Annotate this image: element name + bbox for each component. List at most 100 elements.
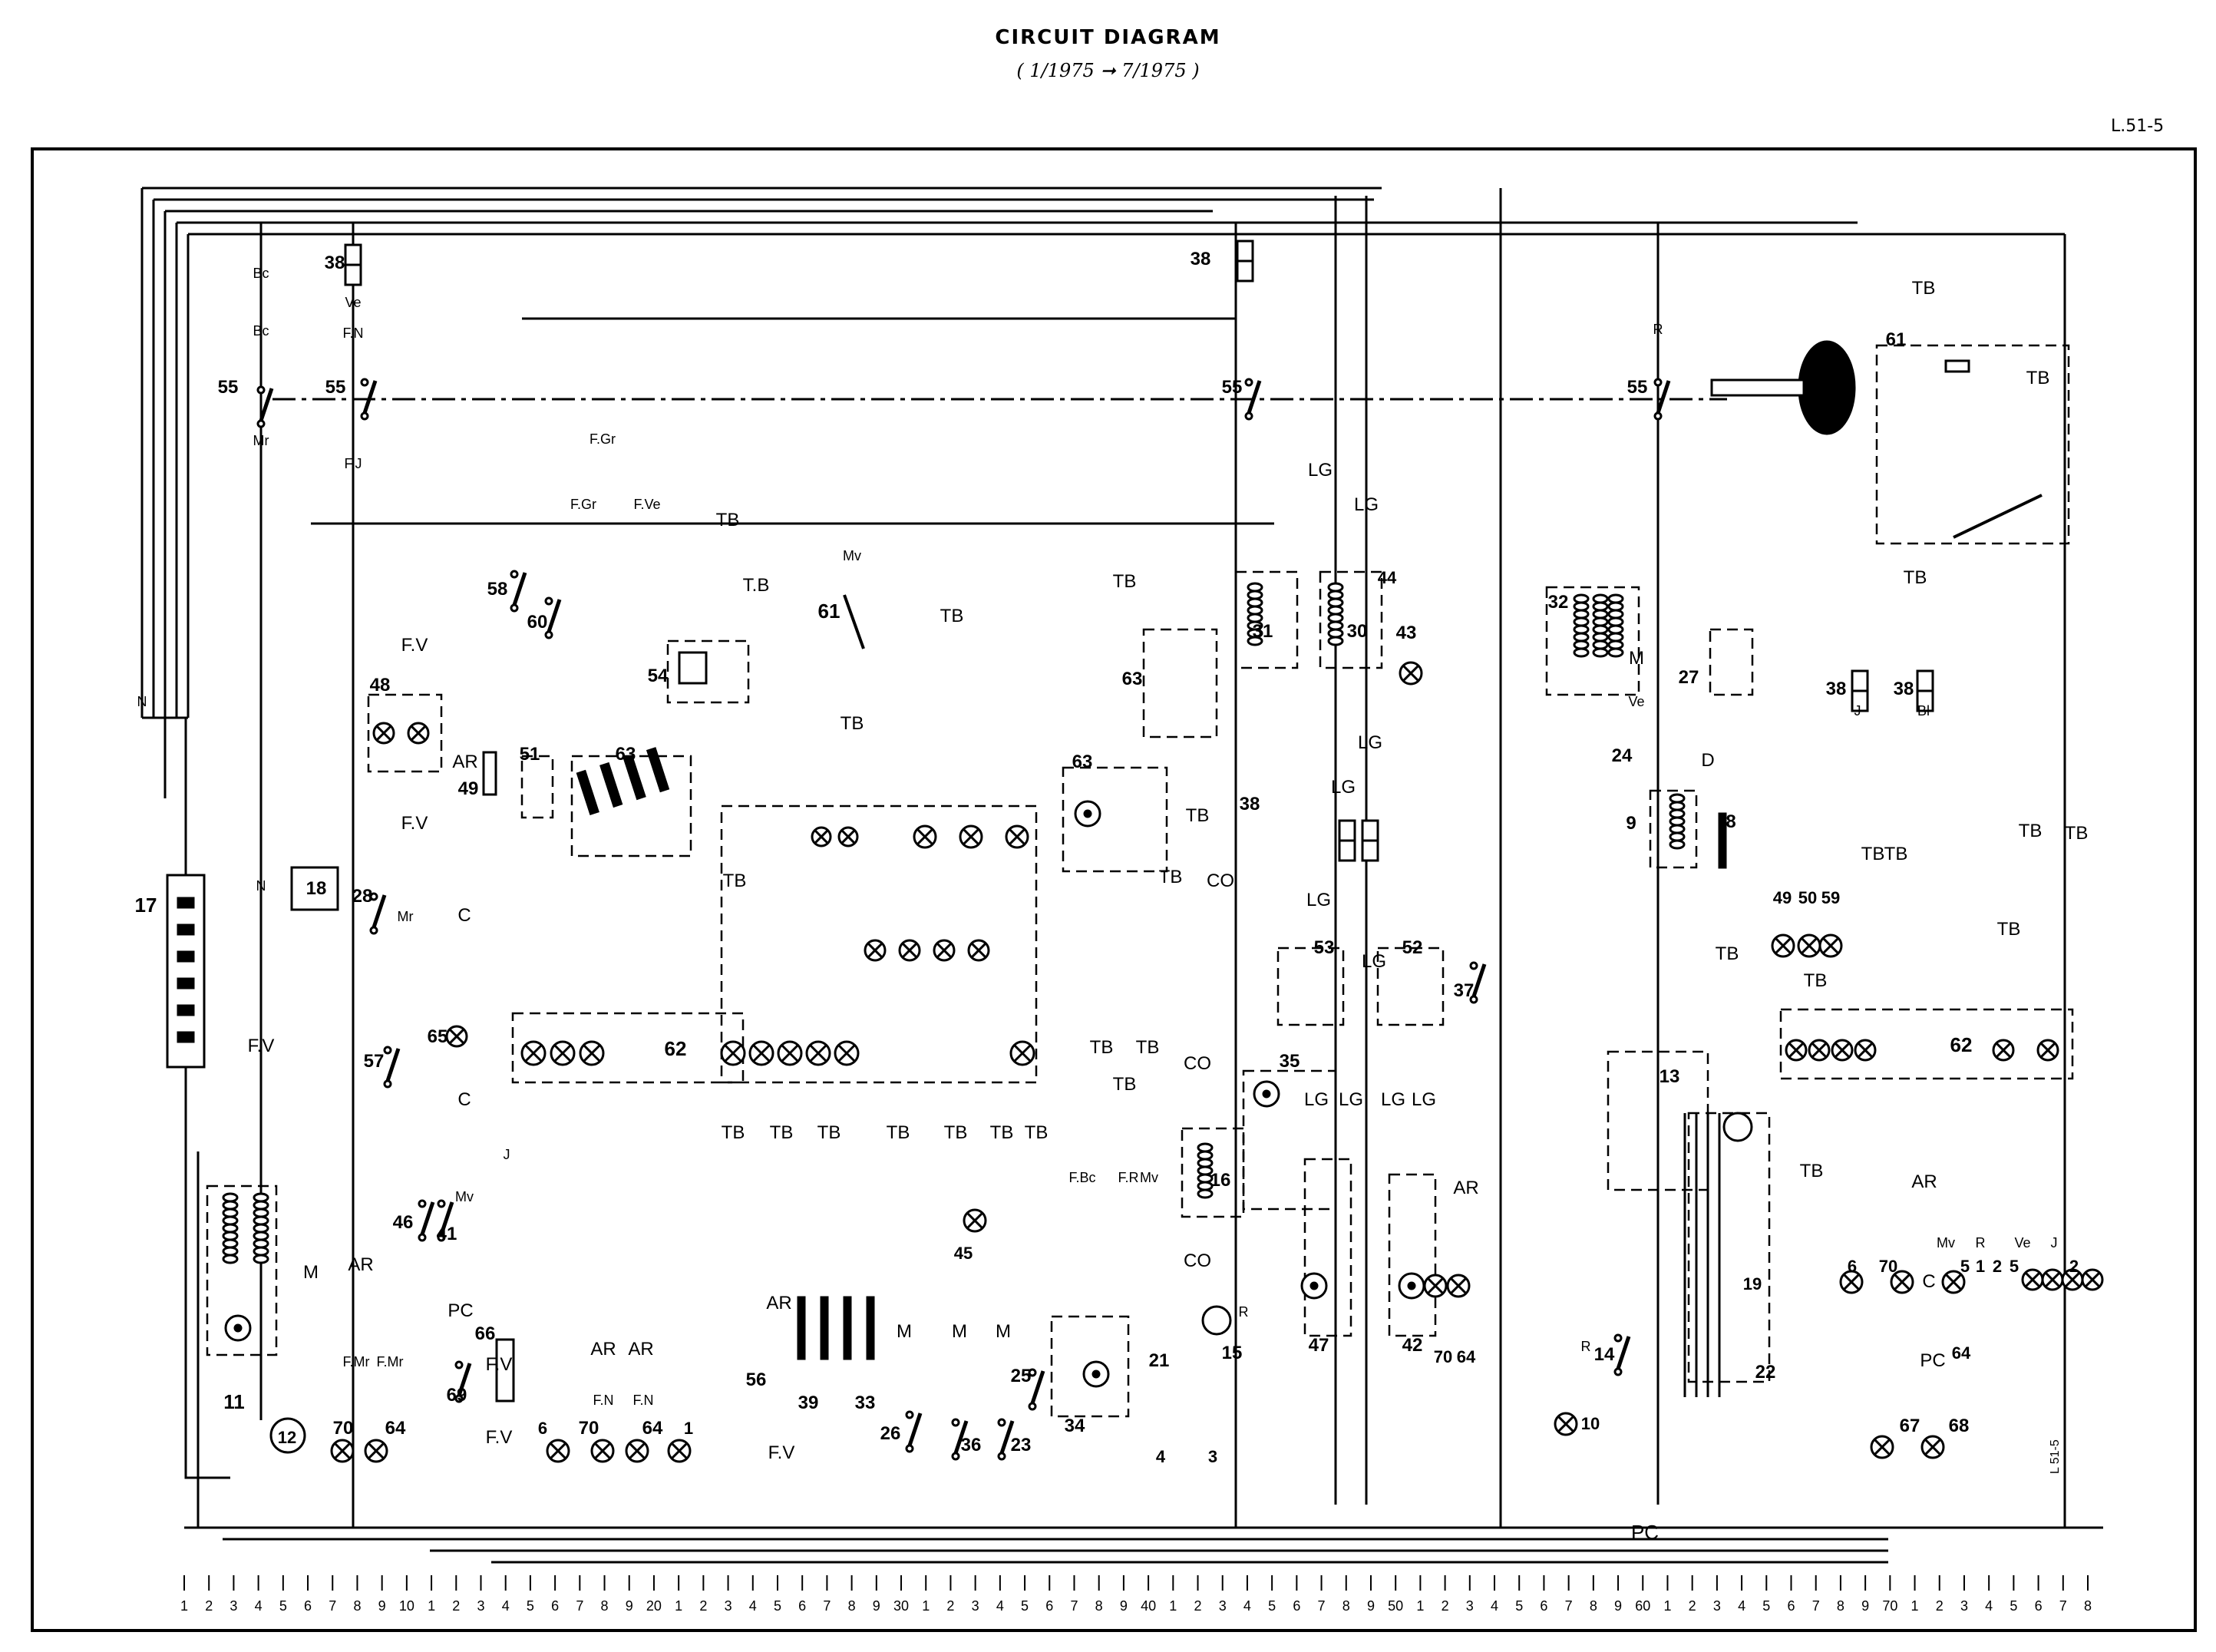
lamp-icon [1992,1039,2015,1062]
lamp-icon [913,824,937,849]
relay-contact-icon [646,747,670,793]
lamp-icon [1818,933,1843,958]
component-label-32: 32 [1548,592,1569,613]
grid-number: 4 [502,1598,510,1614]
grid-number: 3 [477,1598,484,1614]
component-label-48: 48 [370,675,391,695]
wire-code-label: F.V [248,1036,275,1056]
switch-icon [997,1418,1015,1461]
wire-code-label: R [1976,1235,1986,1251]
wire-code-label: LG [1306,890,1331,910]
fuse-icon [1338,819,1356,862]
motor-icon [1300,1272,1328,1300]
grid-number: 4 [1491,1598,1498,1614]
wire-code-label: TB [716,510,740,530]
wire-code-label: Mr [398,909,414,924]
wire-code-label: TB [1113,571,1137,592]
grid-number: 9 [1120,1598,1128,1614]
lamp-icon [1854,1039,1877,1062]
grid-number: 60 [1635,1598,1650,1614]
wire-code-label: F.J [344,456,362,471]
wire-code-label: Mr [253,433,269,448]
lamp-icon [1423,1274,1448,1298]
switch-icon [437,1199,454,1242]
lamp-icon [1831,1039,1854,1062]
switch-icon [510,570,527,613]
wire-code-label: R [1239,1304,1249,1320]
wire-code-label: LG [1304,1089,1329,1110]
wire-code-label: R [1653,322,1663,337]
coil-icon [1327,582,1344,646]
wire-code-label: LG [1331,777,1356,798]
wire-code-label: F.V [768,1442,795,1463]
grid-number: 2 [452,1598,460,1614]
relay-contact-icon [623,755,646,801]
dashed-enclosure [1709,628,1754,696]
lamp-icon [720,1040,746,1066]
cell-icon [177,950,195,963]
component-symbols [166,240,2104,1463]
component-label-9: 9 [1626,813,1636,834]
lamp-icon [1839,1270,1864,1294]
component-label-61: 61 [1886,329,1907,350]
lamp-icon [834,1040,860,1066]
grid-number: 6 [1540,1598,1547,1614]
cell-icon [177,1031,195,1043]
switch-icon [1613,1333,1631,1376]
component-label-64: 64 [385,1418,406,1439]
side-reference: L 51-5 [2049,1439,2062,1474]
diagram-period: ( 1/1975 ➞ 7/1975 ) [1016,60,1200,81]
lamp-icon [2081,1268,2104,1291]
grid-number: 2 [1442,1598,1449,1614]
grid-number: 6 [2035,1598,2043,1614]
wire-code-label: F.Bc [1068,1170,1095,1185]
wire-code-label: TB [2065,823,2089,844]
wire-code-label: TB [840,713,864,734]
wire-code-label: D [1701,750,1714,771]
wire-code-label: TB [723,871,747,891]
component-label-59: 59 [1821,888,1840,907]
wire-code-label: T.B [743,575,770,596]
component-label-50: 50 [1798,888,1817,907]
grid-number: 4 [1738,1598,1745,1614]
dashed-enclosure [1687,1112,1771,1383]
grid-number: 4 [255,1598,263,1614]
component-label-55: 55 [325,377,346,398]
component-label-38: 38 [1191,249,1211,269]
wire-code-label: TB [1904,567,1927,588]
wire-code-label: TB [1912,278,1936,299]
wire-code-label: LG [1354,494,1379,515]
component-label-41: 41 [437,1224,457,1244]
grid-number: 7 [2059,1598,2067,1614]
grid-number: 20 [646,1598,662,1614]
lamp-icon [959,824,983,849]
component-label-27: 27 [1679,667,1699,688]
grid-number: 4 [996,1598,1004,1614]
lamp-icon [579,1040,605,1066]
component-label-33: 33 [855,1393,876,1413]
component-15-icon [1201,1305,1232,1336]
grid-number: 3 [1219,1598,1227,1614]
grid-number: 5 [2010,1598,2017,1614]
wire-code-label: F.V [486,1354,513,1375]
ignition-contact-icon [1944,359,1970,373]
lamp-icon [805,1040,831,1066]
dashed-enclosure [520,755,554,819]
component-label-55: 55 [1222,377,1243,398]
wire-code-label: LG [1308,460,1333,481]
component-label-30: 30 [1347,621,1368,642]
wire-code-label: TB [1804,970,1828,991]
wire-code-label: F.V [401,635,428,656]
wire-code-label: Bc [253,323,269,339]
component-label-63: 63 [616,744,636,765]
wire-code-label: F.V [486,1427,513,1448]
wire-code-label: PC [1920,1350,1945,1371]
grid-number: 2 [205,1598,213,1614]
lamp-icon [445,1025,468,1048]
wire-code-label: F.Gr [570,497,596,512]
wire-code-label: CO [1207,871,1234,891]
cell-icon [177,977,195,990]
wire-code-label: M [996,1321,1011,1342]
lamp-icon [1771,933,1795,958]
lamp-icon [1870,1435,1894,1459]
